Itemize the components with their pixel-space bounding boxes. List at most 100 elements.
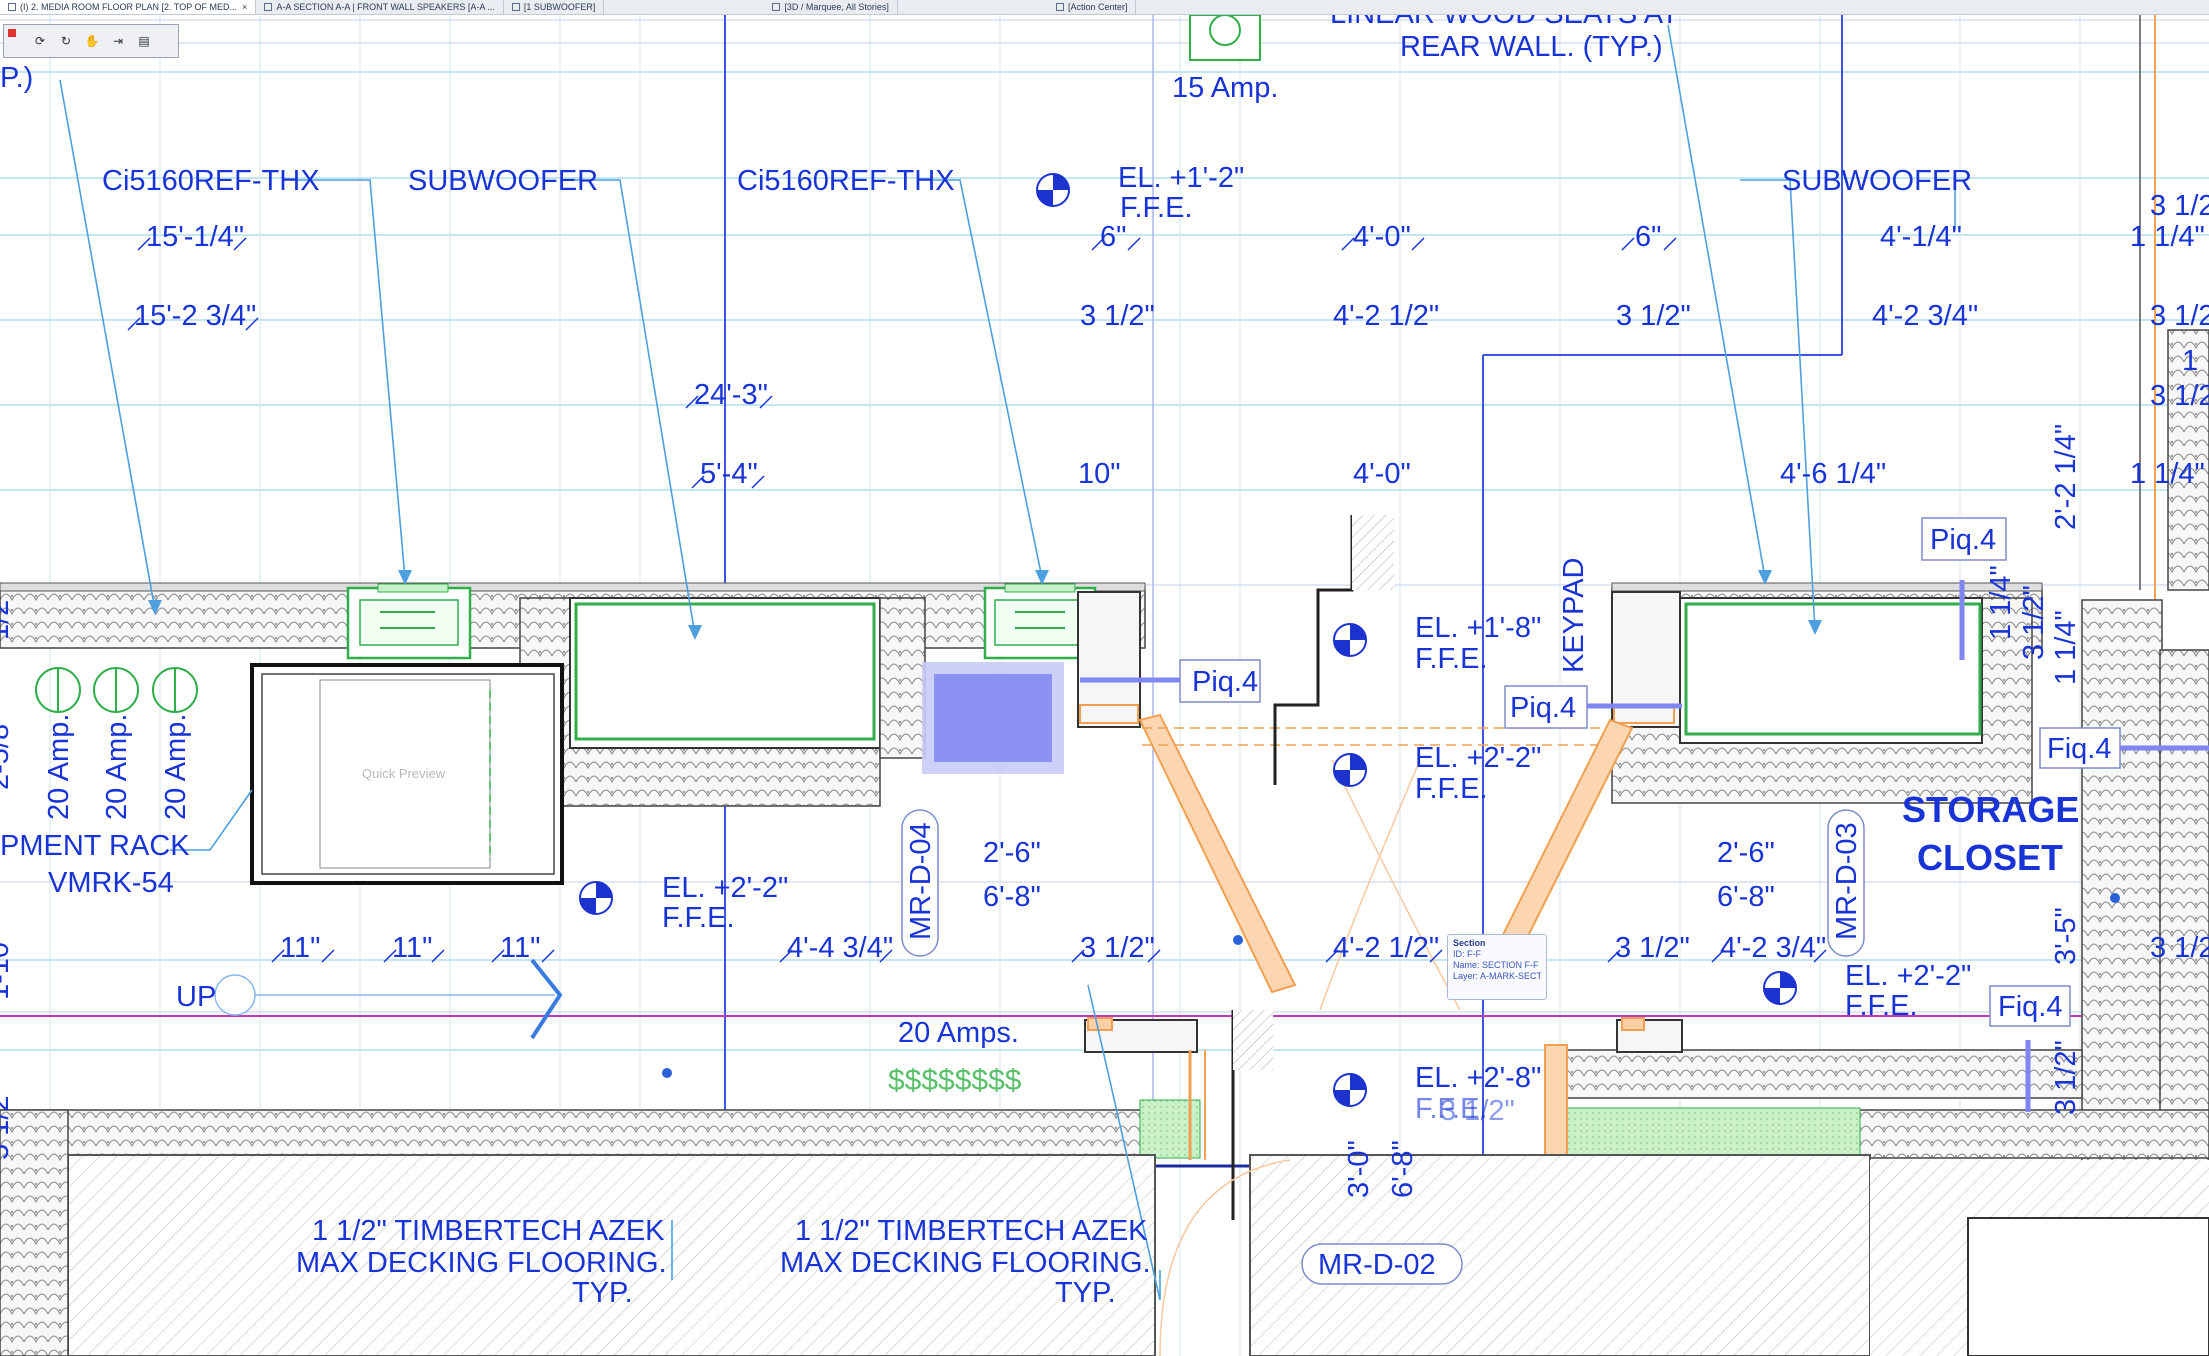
marker-piq-2-text: Piq.4 xyxy=(1510,692,1576,724)
door-tag-mr-d-04[interactable] xyxy=(901,809,939,957)
tab-label: [1 SUBWOOFER] xyxy=(523,2,596,12)
stair-up-label: UP xyxy=(176,981,216,1013)
outlet-symbols: $$$$$$$$ xyxy=(888,1064,1022,1097)
dim-text: 6'-8" xyxy=(1387,1140,1419,1198)
orbit-icon[interactable]: ↻ xyxy=(60,34,72,48)
dim-text: 4'-1/4" xyxy=(1880,221,1962,253)
marker-fiq-1-text: Fiq.4 xyxy=(2047,733,2111,765)
view-tab-bar: (I) 2. MEDIA ROOM FLOOR PLAN [2. TOP OF … xyxy=(0,0,2209,15)
decking-note-b-1: 1 1/2" TIMBERTECH AZEK xyxy=(795,1215,1148,1247)
subwoofer-cavity-left[interactable] xyxy=(519,597,2033,815)
door-mr-d-04-swing[interactable] xyxy=(1077,591,1600,994)
section-icon xyxy=(264,3,273,11)
elevation-left-label: EL. +2'-2" xyxy=(662,872,788,904)
ffe-bottom-label: F.F.E. xyxy=(1415,1093,1488,1125)
document-icon[interactable]: ▤ xyxy=(138,34,150,48)
top-outlet[interactable] xyxy=(1189,15,1261,61)
dim-text: 4'-4 3/4" xyxy=(787,932,893,964)
dim-text: 15'-1/4" xyxy=(146,221,244,253)
3d-view-icon xyxy=(772,3,781,11)
tooltip-name: Name: SECTION F-F xyxy=(1453,960,1539,970)
speaker-left-label: Ci5160REF-THX xyxy=(102,165,320,197)
center-wall[interactable] xyxy=(1231,515,1394,1220)
dimension-ticks xyxy=(127,237,1827,963)
detail-marker-piq-3[interactable] xyxy=(1921,517,2007,660)
detail-marker-piq-2[interactable] xyxy=(1504,685,1682,729)
rear-wall-note-2: REAR WALL. (TYP.) xyxy=(1400,31,1663,63)
dim-text: 5 1/2 xyxy=(0,1096,15,1161)
tab-subwoofer[interactable]: [1 SUBWOOFER] xyxy=(504,0,605,14)
dim-text: 3'-5" xyxy=(2050,907,2082,965)
ffe-right-label: F.F.E. xyxy=(1845,990,1918,1022)
navigation-toolbox: ⟳ ↻ ✋ ⇥ ▤ xyxy=(3,24,179,58)
ffe-left-label: F.F.E. xyxy=(662,902,735,934)
outlet-label-3: 20 Amp. xyxy=(160,714,192,820)
dim-text: 1 1/4" xyxy=(2130,458,2205,490)
storage-closet-label-1: STORAGE xyxy=(1902,789,2079,830)
dim-text: 4'-6 1/4" xyxy=(1780,458,1886,490)
tab-label: [Action Center] xyxy=(1067,2,1128,12)
annotation-labels: LINEAR WOOD SEATS AT REAR WALL. (TYP.) 1… xyxy=(0,15,2111,1309)
detail-marker-fiq-2[interactable] xyxy=(1989,985,2071,1112)
speaker-ci5160-left[interactable] xyxy=(346,583,472,660)
tab-action-center[interactable]: [Action Center] xyxy=(1048,0,1137,14)
dim-text: 3 1/2" xyxy=(1615,932,1690,964)
dim-text: 3 1/2 xyxy=(2150,190,2209,222)
door-tag-mr-d-02[interactable] xyxy=(1301,1243,1463,1285)
elevation-mid2-label: EL. +2'-2" xyxy=(1415,742,1541,774)
decking-note-a-3: TYP. xyxy=(572,1277,633,1309)
tab-3d-marquee[interactable]: [3D / Marquee, All Stories] xyxy=(764,0,898,14)
ffe-mid2-label: F.F.E. xyxy=(1415,773,1488,805)
dim-text: 4'-2 1/2" xyxy=(1333,300,1439,332)
top-amp-label: 15 Amp. xyxy=(1172,72,1278,104)
dim-text: 2-5/8 xyxy=(0,724,15,790)
detail-icon xyxy=(511,3,520,11)
door-tag-mr-d-03[interactable] xyxy=(1827,809,1865,957)
export-icon[interactable]: ⇥ xyxy=(112,34,124,48)
equipment-rack[interactable] xyxy=(250,663,564,885)
storage-closet-label-2: CLOSET xyxy=(1917,837,2063,878)
outlet-circles[interactable] xyxy=(35,667,198,713)
tab-label: (I) 2. MEDIA ROOM FLOOR PLAN [2. TOP OF … xyxy=(20,2,238,12)
subwoofer-left-label: SUBWOOFER xyxy=(408,165,598,197)
tab-section-a-a[interactable]: A-A SECTION A-A | FRONT WALL SPEAKERS [A… xyxy=(256,0,504,14)
dim-text: 3 1/2 xyxy=(2150,380,2209,412)
dim-text: 6" xyxy=(1635,221,1661,253)
bottom-wall[interactable] xyxy=(0,1017,2209,1356)
dim-text: 2'-6" xyxy=(1717,837,1775,869)
stair-up-arrow[interactable] xyxy=(214,958,563,1040)
elevation-markers xyxy=(579,173,1797,1107)
dim-text: 4'-2 3/4" xyxy=(1720,932,1826,964)
selected-object[interactable] xyxy=(922,662,1064,774)
elevation-mid1-label: EL. +1'-8" xyxy=(1415,612,1541,644)
dim-text: 15'-2 3/4" xyxy=(134,300,256,332)
section-info-tooltip: Section ID: F-F Name: SECTION F-F Layer:… xyxy=(1447,934,1547,1000)
door-tag-mr-d-03-text: MR-D-03 xyxy=(1831,822,1863,940)
pan-hand-icon[interactable]: ✋ xyxy=(84,34,100,48)
dim-text: 10" xyxy=(1078,458,1121,490)
dim-text: 5'-4" xyxy=(700,458,758,490)
leader-lines xyxy=(59,24,1956,1301)
tab-media-room-floor-plan[interactable]: (I) 2. MEDIA ROOM FLOOR PLAN [2. TOP OF … xyxy=(0,0,257,14)
marker-fiq-2-text: Fiq.4 xyxy=(1998,991,2062,1023)
dim-text: 11" xyxy=(392,932,432,964)
tooltip-id: ID: F-F xyxy=(1453,949,1481,959)
leader-arrowheads xyxy=(148,570,1822,640)
speaker-ci5160-mid[interactable] xyxy=(983,583,1097,660)
dim-text: 3'-0" xyxy=(1343,1140,1375,1198)
detail-marker-fiq-1[interactable] xyxy=(2039,727,2209,769)
dim-text: 3 1/2" xyxy=(1080,932,1155,964)
close-icon[interactable]: × xyxy=(242,2,248,12)
detail-marker-piq-1[interactable] xyxy=(1080,659,1261,703)
dim-text: 3 1/2" xyxy=(1440,1095,1515,1127)
action-center-icon xyxy=(1055,3,1064,11)
floor-plan-canvas[interactable]: LINEAR WOOD SEATS AT REAR WALL. (TYP.) 1… xyxy=(0,15,2209,1356)
decking-note-a-1: 1 1/2" TIMBERTECH AZEK xyxy=(312,1215,665,1247)
toolbox-grip-icon[interactable] xyxy=(8,29,16,37)
right-wall[interactable] xyxy=(2167,329,2209,591)
partial-label: P.) xyxy=(0,62,33,94)
dim-text: 1 xyxy=(2182,345,2198,377)
rotate-icon[interactable]: ⟳ xyxy=(34,34,46,48)
dim-text: 24'-3" xyxy=(694,379,768,411)
dim-text: 11" xyxy=(280,932,320,964)
